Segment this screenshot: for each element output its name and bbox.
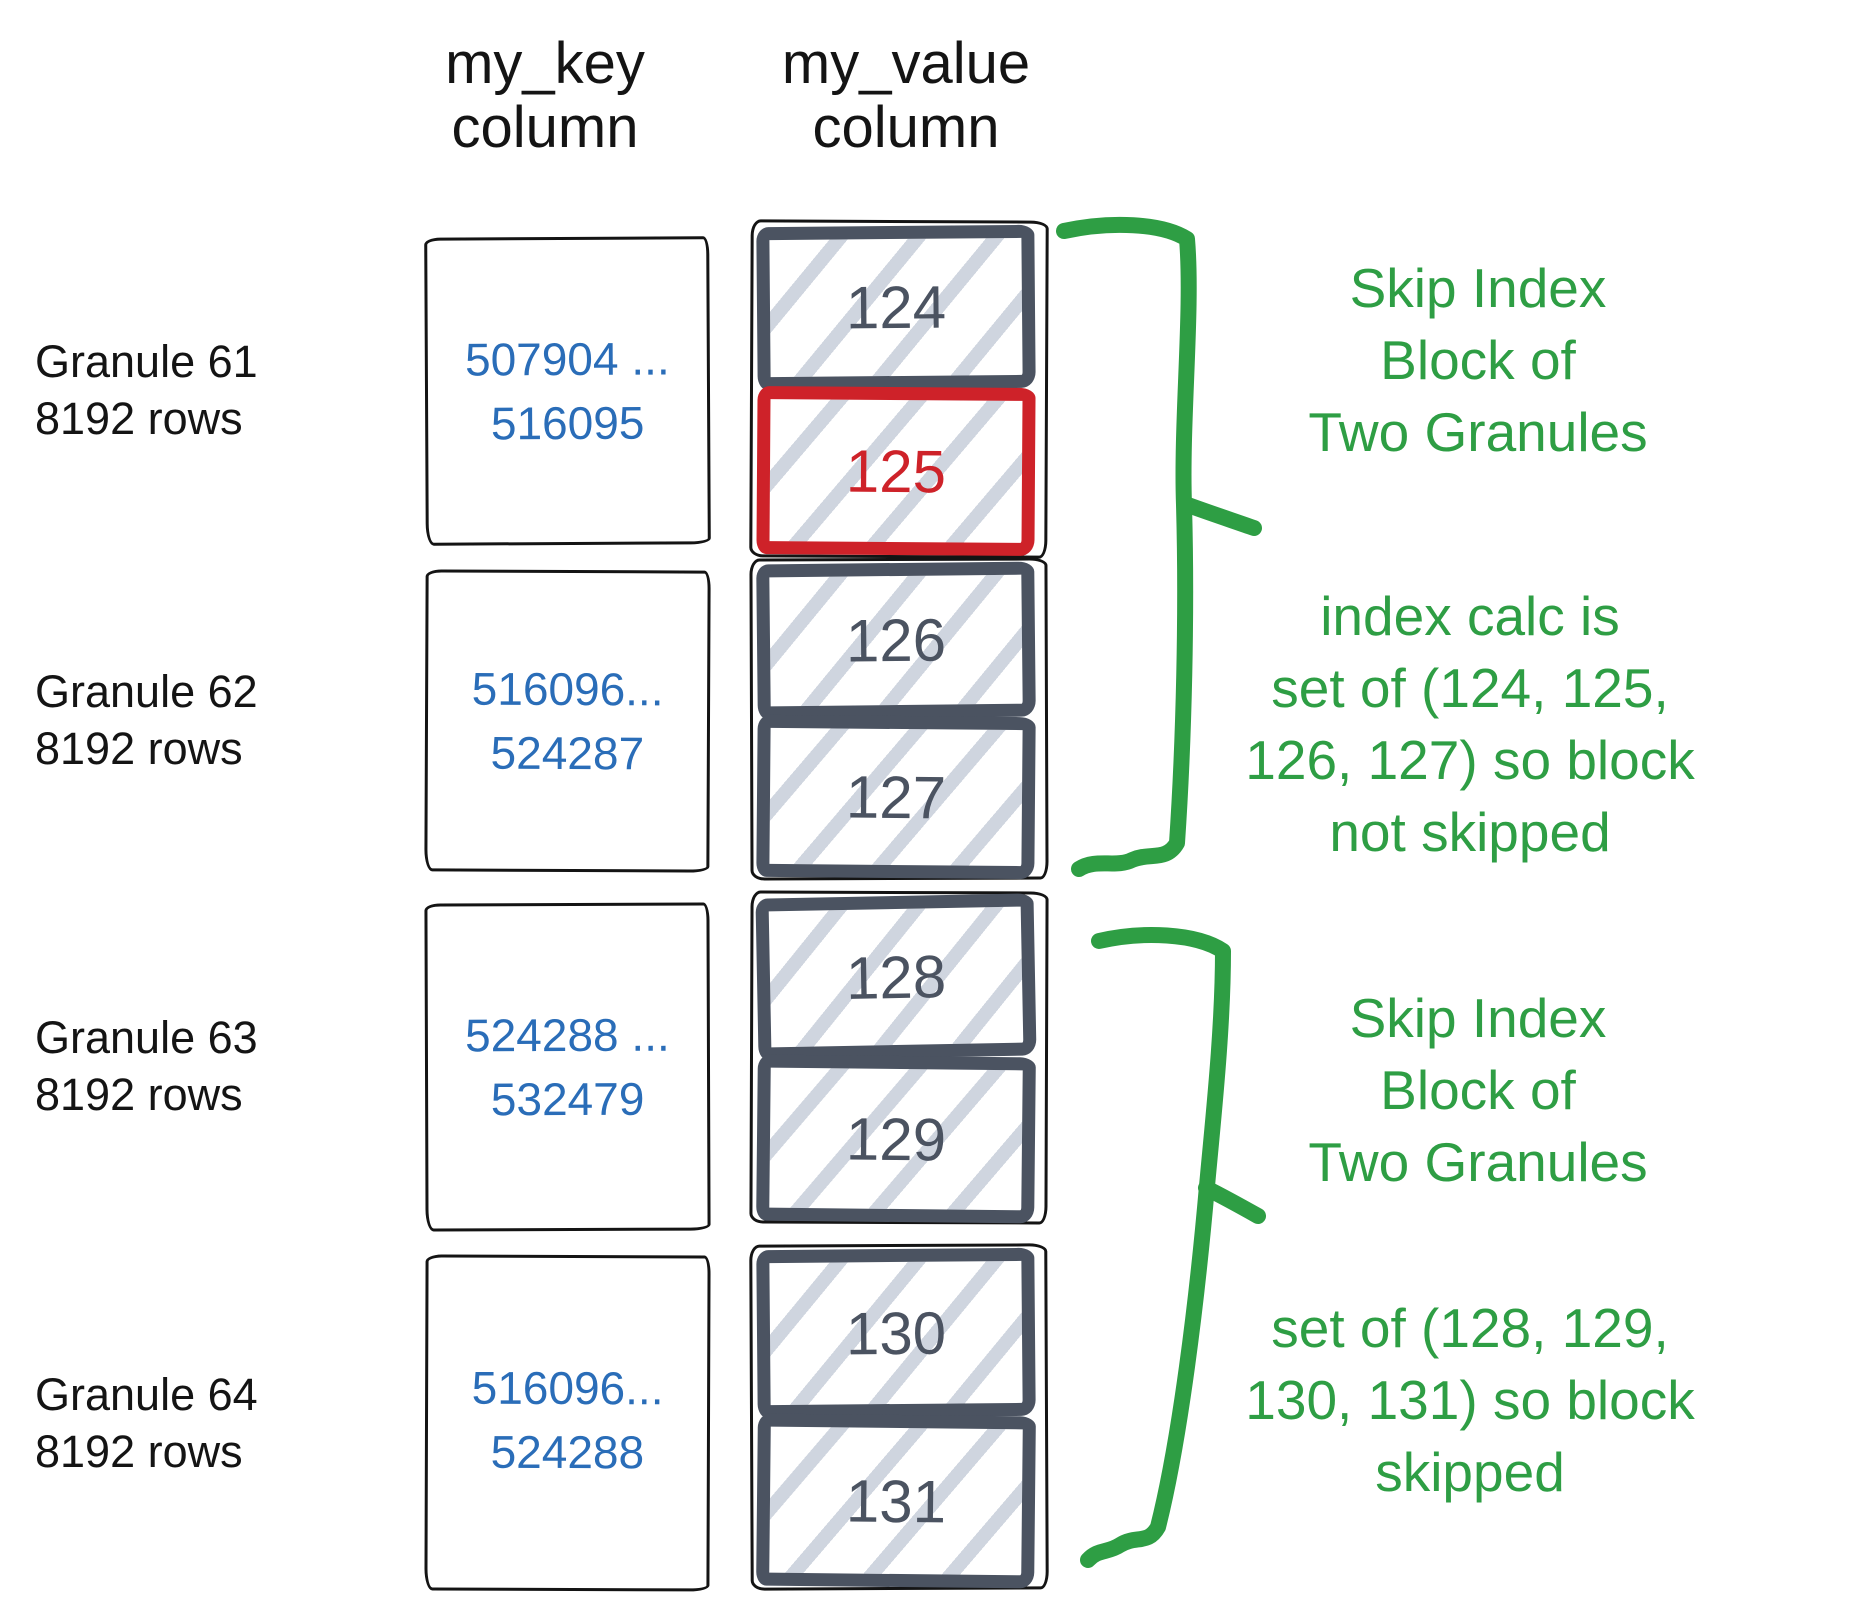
annotation-line: Block of (1380, 329, 1576, 391)
key-range-text: 516096... 524288 (428, 1356, 707, 1485)
skip-block-brace-1-pointer (1180, 497, 1262, 536)
annotation-index-calc-skipped: set of (128, 129, 130, 131) so block ski… (1160, 1292, 1780, 1508)
annotation-line: Block of (1380, 1059, 1576, 1121)
value-block-number: 126 (845, 606, 947, 675)
granule-label-line: 8192 rows (35, 1426, 243, 1477)
value-block-number: 124 (845, 273, 947, 342)
annotation-line: 126, 127) so block (1245, 729, 1695, 791)
annotation-line: 130, 131) so block (1245, 1369, 1695, 1431)
granule-label-line: Granule 62 (35, 666, 258, 717)
annotation-line: index calc is (1320, 585, 1620, 647)
annotation-line: Skip Index (1349, 987, 1607, 1049)
header-line: column (451, 95, 639, 160)
value-block-number: 127 (845, 763, 947, 831)
annotation-line: not skipped (1329, 801, 1611, 863)
key-range-box-64: 516096... 524288 (424, 1254, 711, 1592)
annotation-line: set of (128, 129, (1271, 1297, 1669, 1359)
key-range-line: 507904 ... (464, 332, 670, 386)
value-block-124: 124 (756, 224, 1036, 391)
annotation-skip-block-top: Skip Index Block of Two Granules (1218, 252, 1738, 468)
granule-label-63: Granule 63 8192 rows (35, 1009, 315, 1123)
key-range-box-62: 516096... 524287 (424, 569, 711, 873)
granule-label-line: Granule 64 (35, 1369, 258, 1420)
key-range-line: 516095 (490, 396, 645, 450)
value-block-129: 129 (756, 1054, 1036, 1224)
granule-label-line: Granule 63 (35, 1012, 258, 1063)
annotation-line: set of (124, 125, (1271, 657, 1669, 719)
annotation-line: Two Granules (1308, 1131, 1648, 1193)
key-range-line: 524287 (490, 726, 645, 780)
annotation-line: skipped (1375, 1441, 1565, 1503)
key-range-text: 516096... 524287 (428, 656, 708, 785)
key-range-line: 516096... (471, 1361, 664, 1415)
value-block-127: 127 (756, 714, 1036, 880)
granule-label-line: 8192 rows (35, 393, 243, 444)
key-range-text: 507904 ... 516095 (428, 326, 708, 455)
key-range-line: 524288 (490, 1425, 645, 1479)
key-range-text: 524288 ... 532479 (428, 1003, 707, 1132)
key-range-box-61: 507904 ... 516095 (424, 236, 711, 546)
value-block-130: 130 (756, 1247, 1036, 1419)
annotation-index-calc-not-skipped: index calc is set of (124, 125, 126, 127… (1160, 580, 1780, 868)
granule-label-62: Granule 62 8192 rows (35, 663, 315, 777)
granule-label-line: Granule 61 (35, 336, 258, 387)
key-range-line: 532479 (490, 1072, 645, 1126)
value-block-number: 131 (845, 1466, 947, 1536)
my-value-column-header: my_value column (746, 32, 1066, 160)
granule-label-line: 8192 rows (35, 723, 243, 774)
annotation-skip-block-bottom: Skip Index Block of Two Granules (1218, 982, 1738, 1198)
value-block-number: 125 (845, 437, 947, 505)
value-block-number: 130 (845, 1299, 947, 1367)
key-range-line: 516096... (471, 662, 664, 716)
header-line: column (812, 95, 1000, 160)
value-block-125-highlighted: 125 (756, 386, 1036, 556)
value-block-131: 131 (756, 1413, 1036, 1589)
annotation-line: Skip Index (1349, 257, 1607, 319)
value-block-number: 129 (845, 1104, 947, 1174)
key-range-line: 524288 ... (464, 1008, 670, 1062)
annotation-line: Two Granules (1308, 401, 1648, 463)
key-range-box-63: 524288 ... 532479 (424, 902, 711, 1232)
granule-label-61: Granule 61 8192 rows (35, 333, 315, 447)
value-block-number: 128 (845, 942, 947, 1012)
value-block-128: 128 (755, 893, 1037, 1061)
granule-label-64: Granule 64 8192 rows (35, 1366, 315, 1480)
granule-label-line: 8192 rows (35, 1069, 243, 1120)
header-line: my_value (781, 31, 1031, 96)
my-key-column-header: my_key column (385, 32, 705, 160)
header-line: my_key (445, 31, 645, 96)
value-block-126: 126 (756, 561, 1036, 720)
